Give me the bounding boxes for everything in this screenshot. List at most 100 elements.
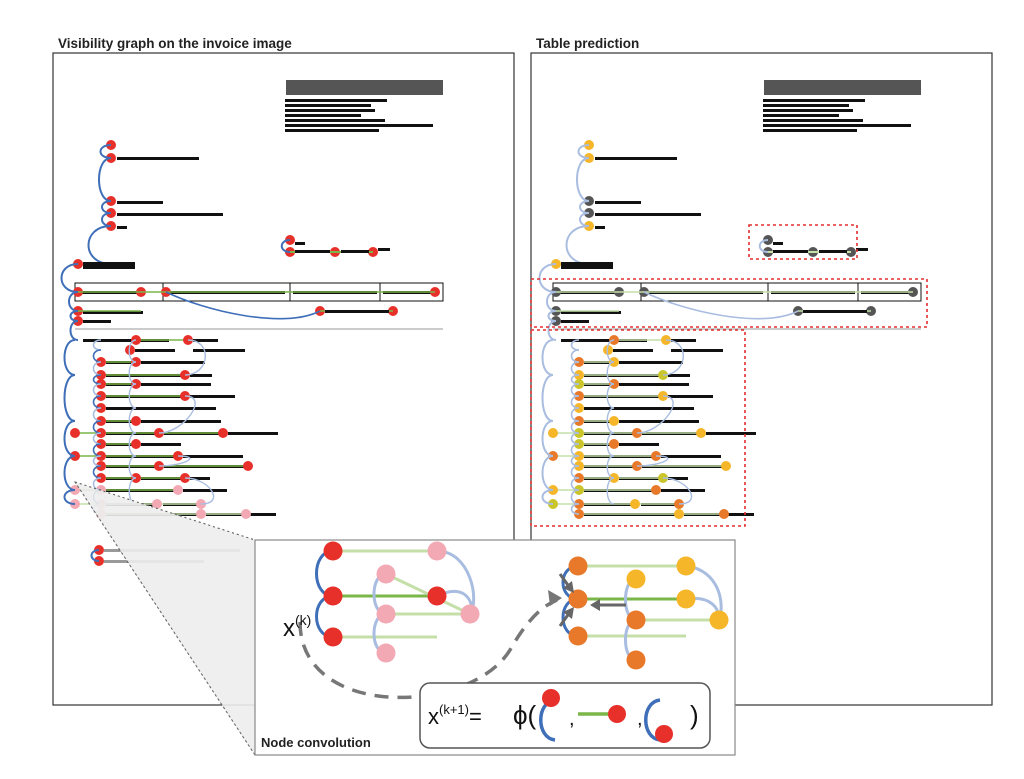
cross-edge: [662, 339, 684, 376]
node-convolution-label: Node convolution: [261, 735, 371, 750]
text-line: [773, 242, 783, 245]
formula-node-glyph: [608, 705, 626, 723]
inset-node: [427, 541, 447, 561]
text-line: [619, 443, 659, 446]
text-line: [228, 432, 278, 435]
cross-edge: [158, 395, 196, 434]
graph-node: [674, 509, 684, 519]
inset-node: [568, 626, 588, 646]
cross-edge: [643, 291, 799, 320]
graph-node: [196, 509, 206, 519]
cross-edge: [184, 339, 206, 376]
text-line: [661, 455, 721, 458]
text-line: [819, 250, 847, 253]
vertical-edge: [128, 432, 137, 457]
vertical-edge: [128, 361, 137, 385]
text-line: [595, 213, 701, 216]
vertical-edge: [280, 239, 291, 253]
header-logo-bar: [764, 80, 921, 95]
text-line: [190, 477, 210, 480]
vertical-edge: [606, 407, 615, 434]
xk-label: x(k): [283, 612, 311, 643]
text-line: [285, 99, 387, 102]
formula-phi: ϕ(: [513, 700, 537, 730]
graph-node: [609, 439, 619, 449]
cross-edge: [158, 455, 191, 467]
graph-node: [218, 428, 228, 438]
graph-node: [719, 509, 729, 519]
text-line: [193, 349, 245, 352]
text-line: [619, 420, 699, 423]
heading-bar: [83, 262, 135, 269]
formula-comma-1: ,: [569, 708, 575, 730]
text-line: [183, 455, 243, 458]
text-line: [83, 339, 141, 342]
text-line: [106, 407, 216, 410]
text-line: [190, 374, 212, 377]
heading-bar: [561, 262, 613, 269]
inset-node: [568, 589, 588, 609]
vertical-edge: [128, 339, 137, 363]
text-line: [378, 248, 390, 251]
vertical-edge: [538, 263, 557, 293]
text-line: [285, 124, 433, 127]
graph-node: [70, 428, 80, 438]
formula-close-paren: ): [690, 700, 699, 730]
inset-node: [568, 556, 588, 576]
text-line: [117, 213, 223, 216]
text-line: [117, 201, 163, 204]
graph-node: [173, 485, 183, 495]
vertical-edge: [128, 407, 137, 434]
text-line: [856, 248, 868, 251]
zoom-line-top: [74, 481, 256, 541]
text-line: [183, 489, 227, 492]
text-line: [619, 361, 683, 364]
inset-node: [323, 586, 343, 606]
text-line: [671, 339, 696, 342]
inset-node: [626, 569, 646, 589]
vertical-edge: [60, 263, 79, 293]
text-line: [141, 361, 205, 364]
node-convolution-content: [298, 541, 729, 700]
formula-glyphs: [539, 689, 673, 743]
message-arrowhead: [590, 599, 600, 611]
predicted-table-body-box: [530, 329, 746, 527]
vertical-edge: [606, 339, 615, 363]
text-line: [83, 311, 143, 314]
inset-node: [427, 586, 447, 606]
right-page-title: Table prediction: [536, 36, 640, 51]
left-page-title: Visibility graph on the invoice image: [58, 36, 292, 51]
vertical-edge: [98, 157, 112, 202]
inset-node: [376, 643, 396, 663]
graph-node: [548, 428, 558, 438]
message-arrowhead: [563, 607, 574, 619]
vertical-edge: [63, 455, 76, 491]
vertical-edge: [541, 374, 554, 422]
inset-node: [676, 589, 696, 609]
inset-node: [709, 610, 729, 630]
inset-node: [460, 604, 480, 624]
vertical-edge: [758, 239, 769, 253]
text-line: [595, 201, 641, 204]
inset-node: [376, 564, 396, 584]
graph-node: [131, 416, 141, 426]
text-line: [763, 99, 865, 102]
formula-lhs-base: x: [428, 704, 439, 729]
right-page-content: [530, 80, 928, 527]
text-line: [117, 226, 127, 229]
graph-node: [241, 509, 251, 519]
text-line: [193, 339, 218, 342]
text-line: [190, 395, 235, 398]
text-line: [668, 477, 688, 480]
xk-base: x: [283, 615, 295, 642]
graph-node: [609, 416, 619, 426]
graph-node: [603, 345, 613, 355]
predicted-table-header-box: [530, 278, 928, 328]
text-line: [295, 242, 305, 245]
vertical-edge: [547, 320, 557, 341]
vertical-edge: [541, 420, 554, 457]
vertical-edge: [576, 157, 590, 202]
graph-node: [630, 499, 640, 509]
